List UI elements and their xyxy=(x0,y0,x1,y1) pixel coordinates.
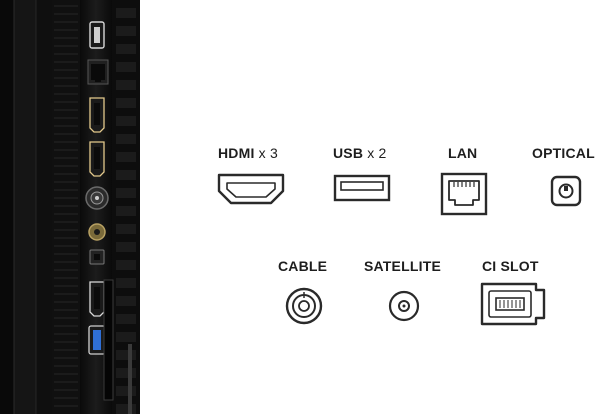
tv-optical-port xyxy=(89,249,105,265)
tv-hdmi-port-3 xyxy=(89,281,105,317)
tv-cable-port xyxy=(88,223,106,241)
satellite-port-icon xyxy=(388,290,420,322)
ci-slot-icon xyxy=(480,282,546,326)
cable-label-text: CABLE xyxy=(278,258,328,274)
tv-connector-panel-photo xyxy=(0,0,140,414)
hdmi-count: x 3 xyxy=(258,145,278,161)
coaxial-port-icon xyxy=(285,287,323,325)
satellite-label: SATELLITE xyxy=(364,258,441,274)
usb-label-text: USB xyxy=(333,145,364,161)
tv-usb-port xyxy=(89,21,105,49)
tv-satellite-port xyxy=(85,186,109,210)
lan-label-text: LAN xyxy=(448,145,478,161)
lan-label: LAN xyxy=(448,145,477,161)
usb-port-icon xyxy=(333,174,391,202)
tv-panel-illustration xyxy=(0,0,140,414)
hdmi-label-text: HDMI xyxy=(218,145,255,161)
hdmi-port-icon xyxy=(217,173,285,205)
usb-label: USB x 2 xyxy=(333,145,387,161)
tv-hdmi-port-2 xyxy=(89,141,105,177)
optical-label-text: OPTICAL xyxy=(532,145,595,161)
optical-port-icon xyxy=(550,175,582,207)
tv-usb3-port xyxy=(88,325,106,355)
ethernet-port-icon xyxy=(440,172,488,216)
hdmi-label: HDMI x 3 xyxy=(218,145,278,161)
optical-label: OPTICAL xyxy=(532,145,595,161)
tv-lan-port xyxy=(87,59,109,85)
satellite-label-text: SATELLITE xyxy=(364,258,441,274)
ci-slot-label-text: CI SLOT xyxy=(482,258,539,274)
cable-label: CABLE xyxy=(278,258,327,274)
connector-legend: HDMI x 3 USB x 2 LAN OPTICAL CABLE xyxy=(140,0,600,414)
tv-hdmi-port-1 xyxy=(89,97,105,133)
ci-slot-label: CI SLOT xyxy=(482,258,539,274)
tv-ci-slot xyxy=(103,279,114,401)
usb-count: x 2 xyxy=(367,145,387,161)
